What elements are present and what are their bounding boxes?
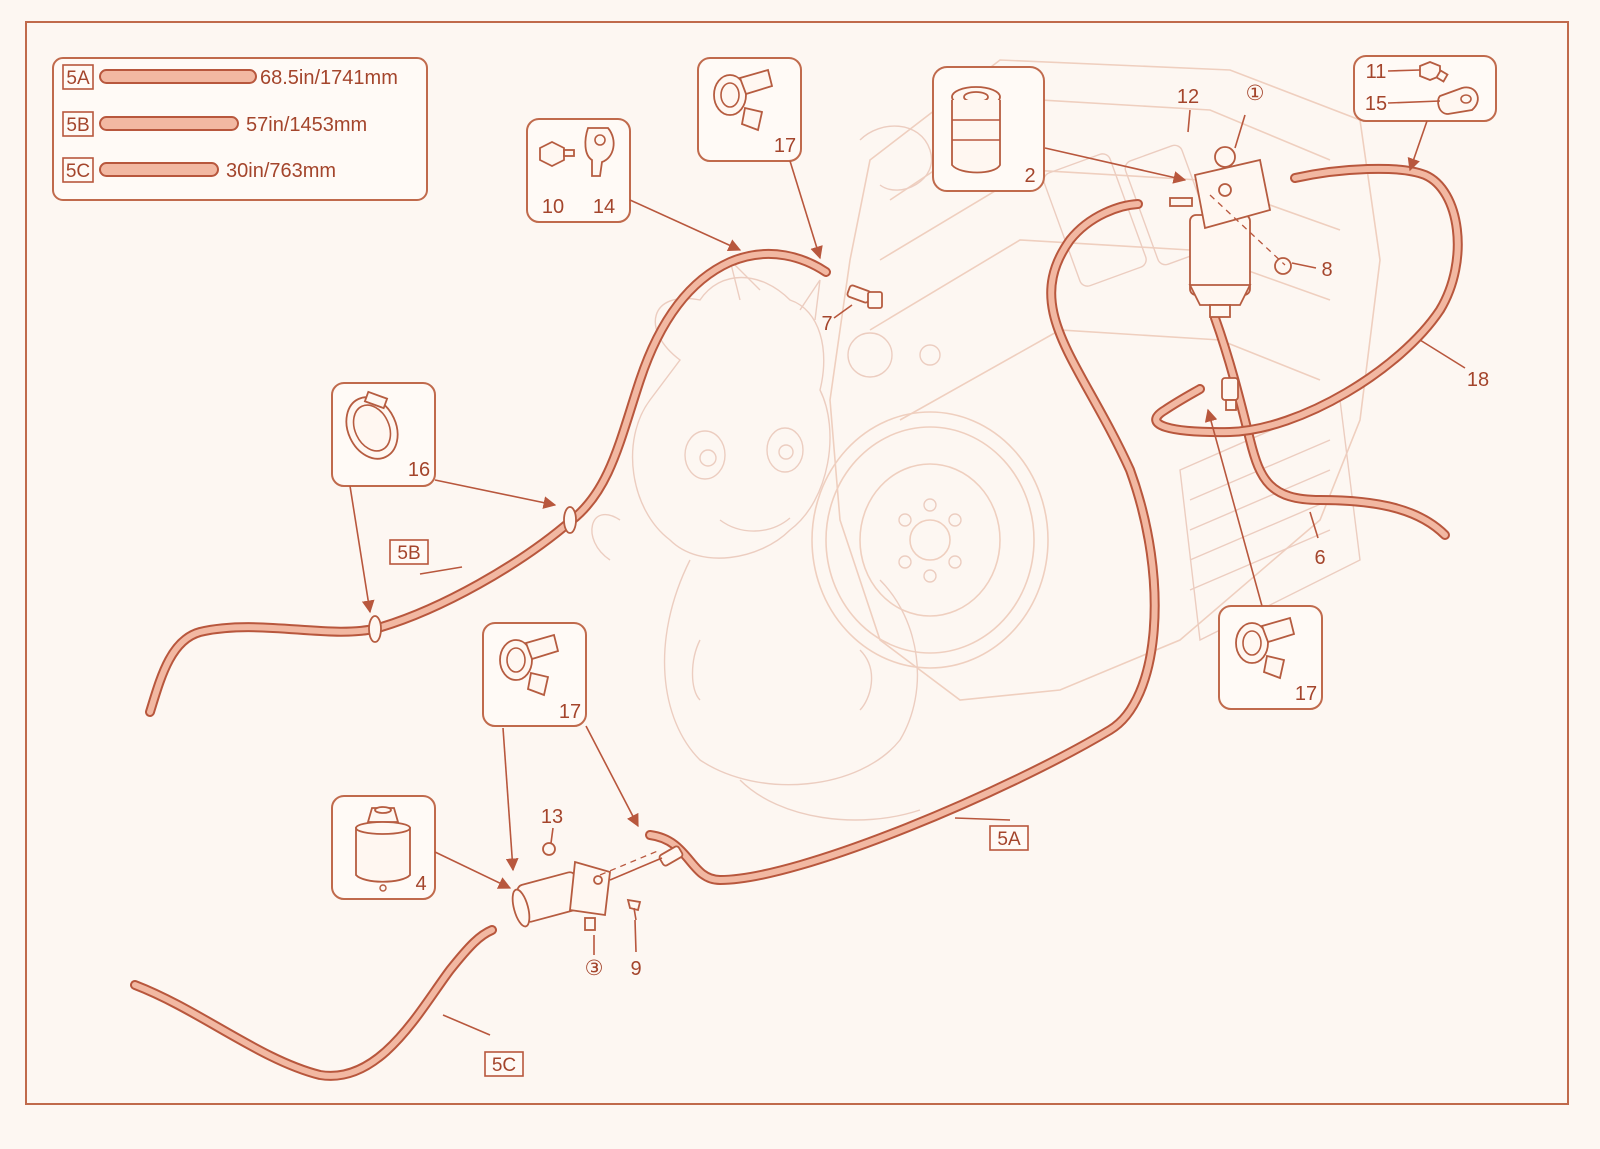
callout-4: 4 [415, 873, 426, 895]
callout-15: 15 [1365, 93, 1387, 115]
legend-tag-5B: 5B [66, 115, 89, 136]
detail-box-cap-4: 4 [331, 795, 436, 900]
callout-14: 14 [593, 196, 615, 218]
hose-5B [145, 248, 831, 717]
detail-box-clamp-16: 16 [331, 382, 436, 487]
screw-9 [626, 898, 642, 921]
hose-tag-5B-text: 5B [397, 543, 420, 564]
legend-length-5B: 57in/1453mm [246, 114, 367, 136]
fuel-pump-assembly [511, 842, 684, 931]
hose-clamp-icon [1235, 616, 1296, 680]
hose-clamp-icon [345, 390, 399, 460]
legend-row-5B: 5B 57in/1453mm [62, 111, 367, 137]
hose-clamp-on-5B-upper [563, 506, 577, 534]
hose-tag-5A-text: 5A [997, 829, 1021, 850]
hose-connector-17 [1221, 377, 1239, 411]
callout-11: 11 [1366, 61, 1387, 83]
legend-length-5A: 68.5in/1741mm [260, 67, 398, 89]
hose-clamp-on-5B-lower [368, 615, 382, 643]
legend-tag-5C: 5C [66, 161, 90, 182]
callout-8: 8 [1321, 259, 1332, 281]
dragon-watermark [591, 257, 921, 821]
hose-tag-5C: 5C [484, 1051, 524, 1077]
callout-3: ③ [585, 957, 604, 980]
detail-box-clamp-17-right: 17 [1218, 605, 1323, 710]
fuel-filter-icon [951, 86, 1001, 174]
callout-1: ① [1246, 82, 1265, 105]
callout-6: 6 [1314, 547, 1325, 569]
callout-17-middle: 17 [559, 701, 581, 723]
bolt-icon [1419, 61, 1449, 83]
callout-17-top: 17 [774, 135, 796, 157]
callout-13: 13 [541, 806, 563, 828]
legend-tag-5A: 5A [66, 68, 90, 89]
page-border [25, 21, 1569, 1105]
hose-5A [645, 199, 1160, 885]
callout-17-right: 17 [1295, 683, 1317, 705]
hose-tag-5C-text: 5C [492, 1055, 516, 1076]
legend-row-5C: 5C 30in/763mm [62, 157, 336, 183]
callout-18: 18 [1467, 369, 1489, 391]
detail-box-bolt-clip-10-14: 10 14 [526, 118, 631, 223]
p-clip-icon [584, 127, 615, 177]
cap-icon [355, 806, 411, 892]
leader-lines [349, 109, 1466, 1036]
detail-box-fuel-filter: 2 [932, 66, 1045, 192]
detail-box-clamp-17-middle: 17 [482, 622, 587, 727]
callout-9: 9 [630, 958, 641, 980]
hose-clamp-icon [499, 633, 560, 697]
callout-2: 2 [1024, 165, 1035, 187]
engine-background [829, 59, 1381, 701]
hose-5C [130, 925, 497, 1081]
callout-12: 12 [1177, 86, 1199, 108]
hose-clamp-icon [713, 68, 774, 132]
callout-16: 16 [408, 459, 430, 481]
hose-18 [1151, 163, 1463, 438]
fitting-7 [846, 284, 883, 309]
p-clip-icon [1437, 86, 1479, 115]
bolt-icon [539, 140, 575, 168]
detail-box-bolt-clip-11-15: 11 15 [1353, 55, 1497, 122]
fuel-filter-assembly [1169, 146, 1292, 318]
detail-box-clamp-17-top: 17 [697, 57, 802, 162]
callout-10: 10 [542, 196, 564, 218]
hose-tag-5A: 5A [989, 825, 1029, 851]
legend-row-5A: 5A 68.5in/1741mm [62, 64, 398, 90]
flywheel-background [811, 411, 1049, 669]
hose-length-legend: 5A 68.5in/1741mm 5B 57in/1453mm 5C 30in/… [52, 57, 428, 201]
legend-length-5C: 30in/763mm [226, 160, 336, 182]
callout-7: 7 [821, 313, 832, 335]
hose-tag-5B: 5B [389, 539, 429, 565]
